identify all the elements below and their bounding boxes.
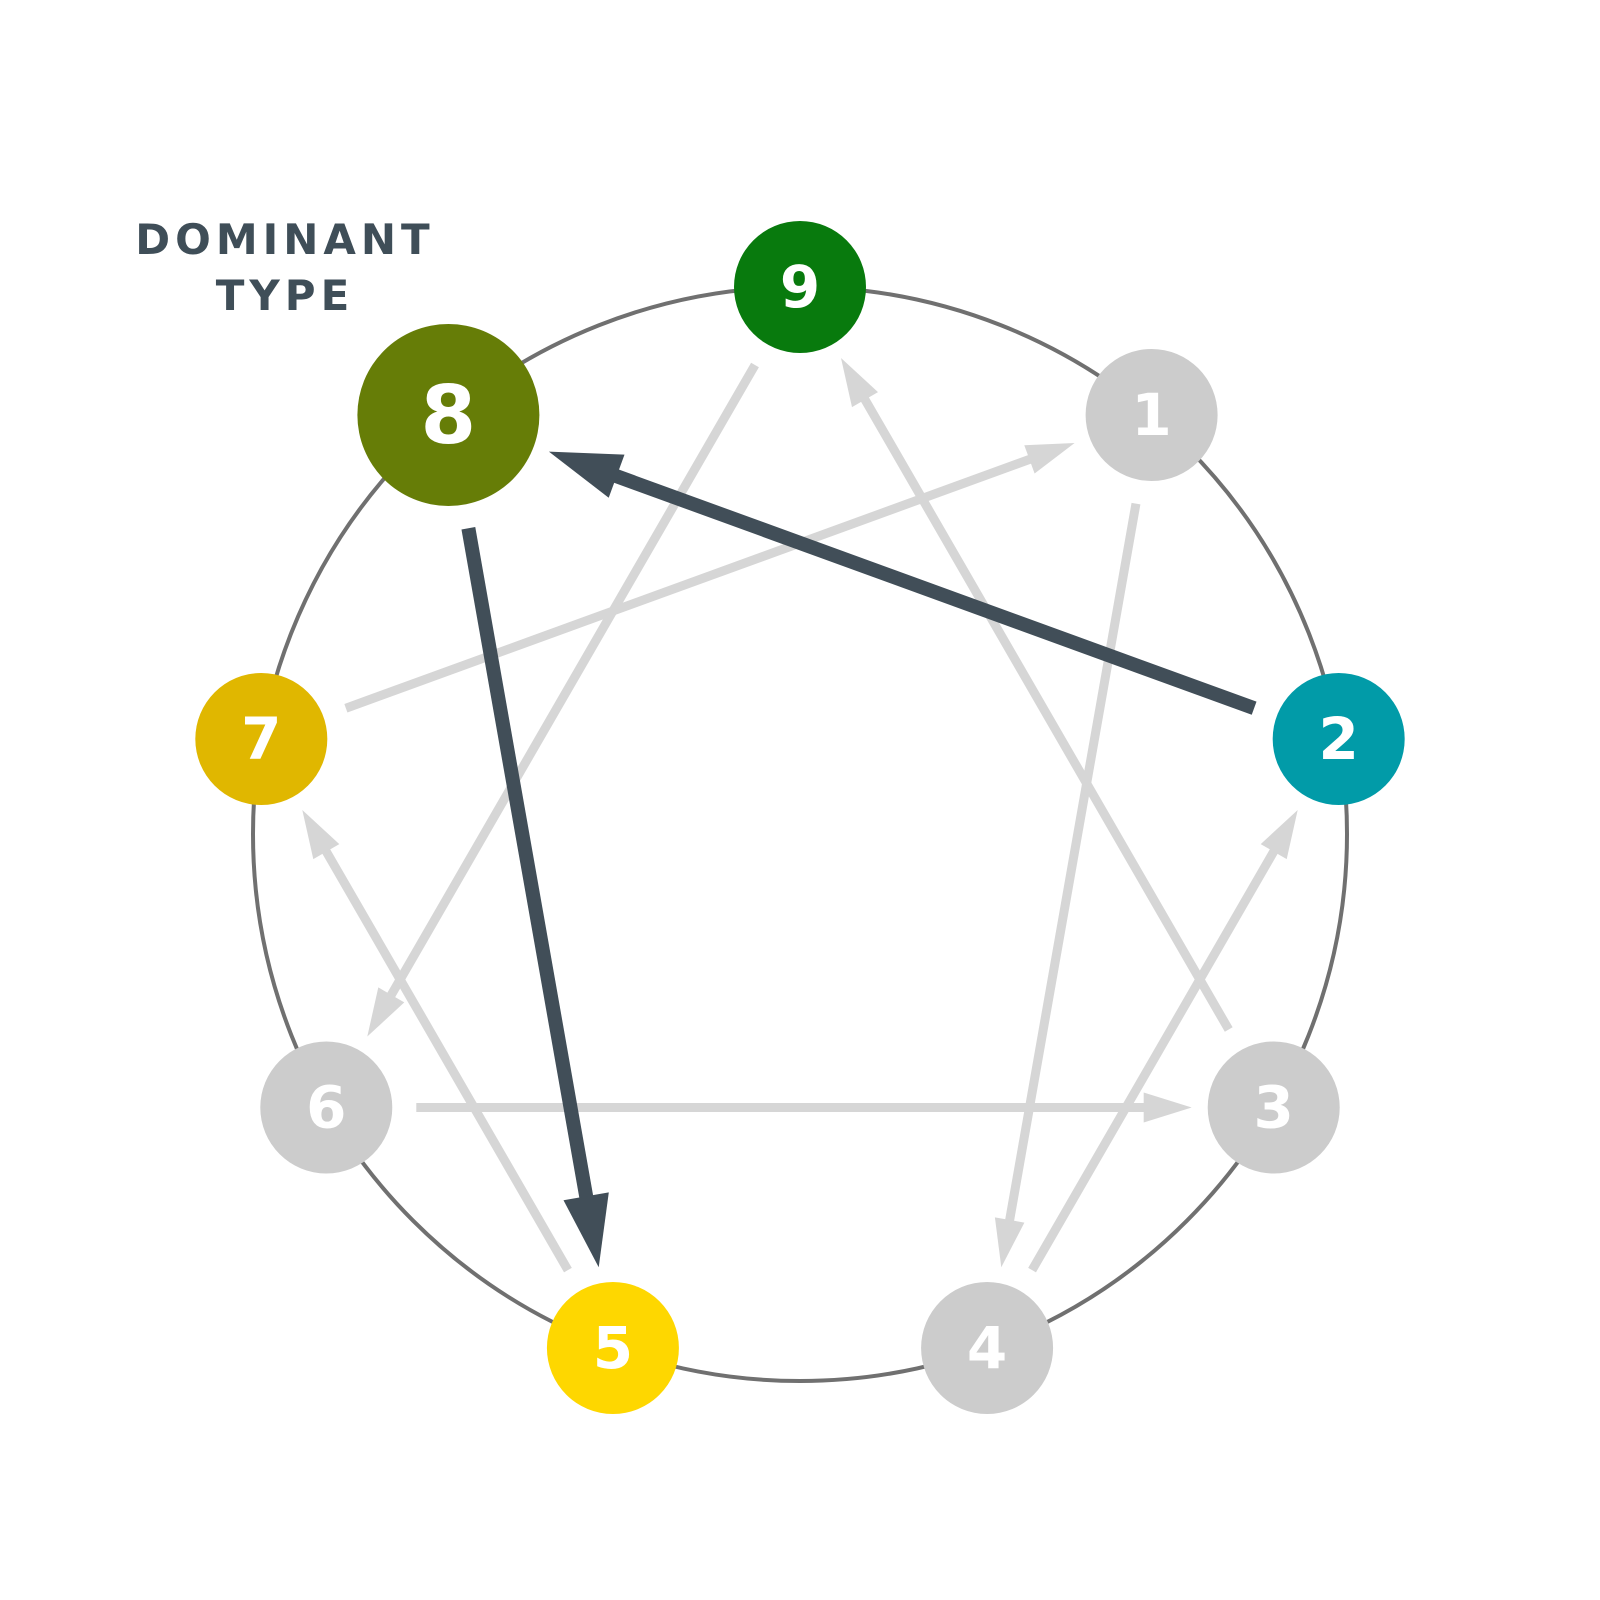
type-node-circle xyxy=(1272,673,1405,806)
type-node-number: 7 xyxy=(241,705,281,773)
arrow-head xyxy=(841,358,878,408)
arrow-shaft xyxy=(321,847,572,1273)
type-node-6: 6 xyxy=(260,1041,393,1174)
type-node-number: 6 xyxy=(306,1074,346,1142)
arrow-shaft xyxy=(612,468,1257,715)
type-node-3: 3 xyxy=(1207,1041,1340,1174)
arrow-6-to-3 xyxy=(416,1092,1192,1123)
type-node-1: 1 xyxy=(1085,348,1218,481)
type-node-9: 9 xyxy=(734,221,866,353)
arrow-head xyxy=(1143,1092,1192,1123)
type-node-number: 5 xyxy=(593,1314,633,1382)
arrow-shaft xyxy=(344,454,1033,713)
arrow-5-to-7 xyxy=(302,810,572,1273)
arrow-9-to-6 xyxy=(367,362,759,1037)
type-node-number: 9 xyxy=(780,253,820,321)
arrow-head xyxy=(367,987,405,1037)
arrow-4-to-2 xyxy=(1028,810,1298,1273)
arrow-2-to-8 xyxy=(548,451,1257,715)
dominant-label-line1: DOMINANT xyxy=(135,215,435,264)
type-node-number: 1 xyxy=(1131,381,1171,449)
arrow-head xyxy=(1260,810,1298,860)
type-node-number: 2 xyxy=(1319,705,1359,773)
arrow-shaft xyxy=(386,362,759,999)
type-node-number: 4 xyxy=(967,1314,1007,1382)
arrow-shaft xyxy=(860,395,1233,1032)
type-node-5: 5 xyxy=(546,1282,679,1415)
arrow-3-to-9 xyxy=(841,358,1233,1032)
arrow-7-to-1 xyxy=(344,443,1075,713)
type-node-circle xyxy=(357,323,540,506)
type-node-number: 8 xyxy=(421,369,477,462)
arrow-1-to-4 xyxy=(994,502,1141,1268)
arrow-shaft xyxy=(1004,502,1141,1223)
type-node-circle xyxy=(260,1041,393,1174)
arrow-head xyxy=(302,810,340,860)
type-node-7: 7 xyxy=(195,673,328,806)
type-node-2: 2 xyxy=(1272,673,1405,806)
arrow-head xyxy=(994,1217,1025,1268)
arrow-head xyxy=(1024,443,1075,474)
arrow-head xyxy=(563,1192,609,1268)
type-node-circle xyxy=(1085,348,1218,481)
type-node-circle xyxy=(734,221,866,353)
type-node-number: 3 xyxy=(1254,1074,1294,1142)
type-node-4: 4 xyxy=(921,1282,1054,1415)
type-node-circle xyxy=(1207,1041,1340,1174)
arrow-shaft xyxy=(461,527,594,1200)
dominant-type-label: DOMINANT TYPE xyxy=(120,212,450,324)
arrow-shaft xyxy=(1028,847,1279,1273)
arrow-head xyxy=(548,451,625,498)
type-node-circle xyxy=(921,1282,1054,1415)
type-node-8: 8 xyxy=(357,323,540,506)
arrow-8-to-5 xyxy=(461,527,609,1268)
type-node-circle xyxy=(546,1282,679,1415)
type-node-circle xyxy=(195,673,328,806)
dominant-label-line2: TYPE xyxy=(215,271,355,320)
